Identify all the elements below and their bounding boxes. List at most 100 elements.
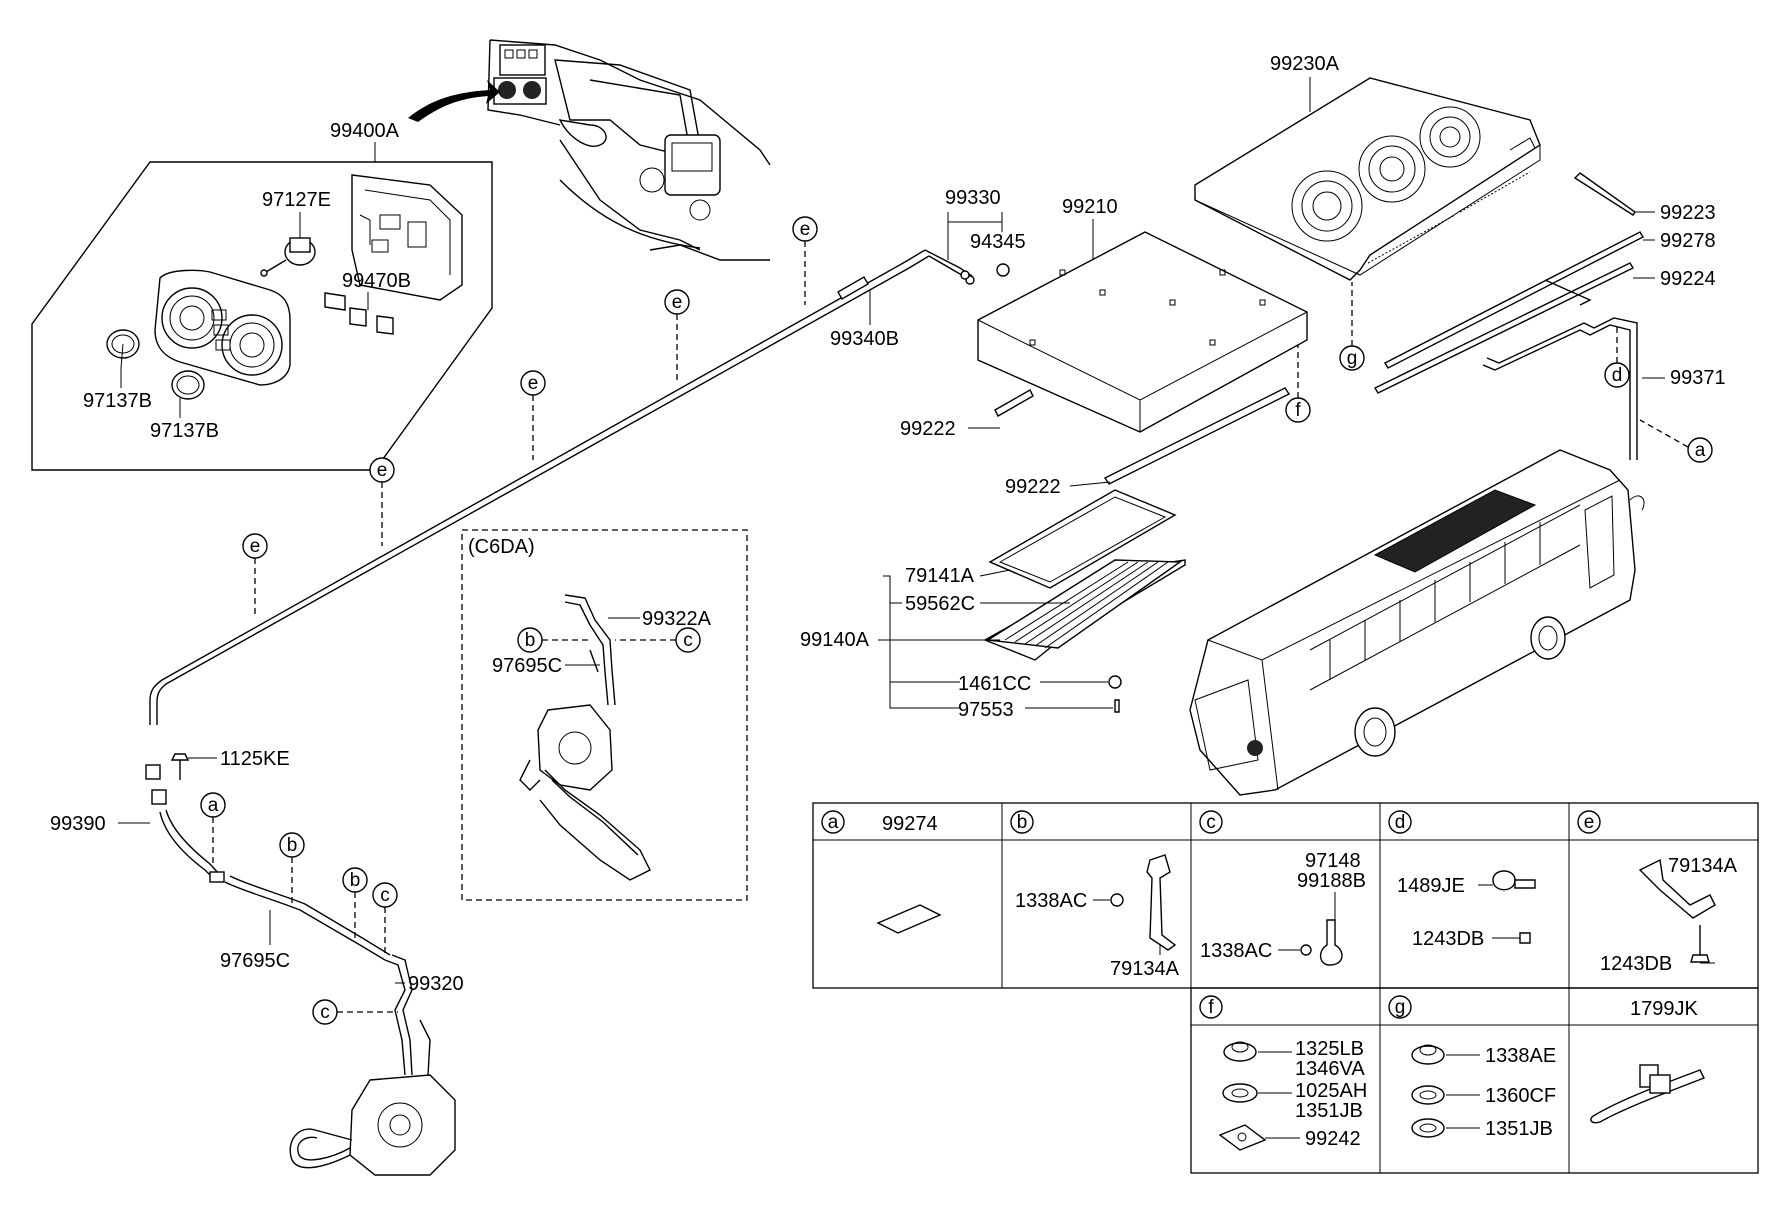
table-h-title: 1799JK — [1630, 998, 1698, 1020]
knob-97137B-right — [171, 370, 205, 400]
callout-letter: e — [250, 536, 261, 557]
table-f-p3: 1025AH — [1295, 1080, 1367, 1102]
pad-99274 — [876, 904, 942, 934]
callout-letter: c — [683, 630, 693, 651]
label-97137B-1: 97137B — [83, 390, 152, 412]
table-f-p1: 1325LB — [1295, 1038, 1364, 1060]
bolt-1125KE — [170, 753, 190, 780]
fitting-99390 — [145, 764, 161, 780]
callout-letter: a — [1695, 440, 1706, 461]
table-f-p4: 1351JB — [1295, 1100, 1363, 1122]
label-97127E: 97127E — [262, 189, 331, 211]
table-d-p2: 1243DB — [1412, 928, 1484, 950]
table-c-p1: 97148 — [1305, 850, 1361, 872]
callout-letter: d — [1395, 812, 1406, 833]
switch-buttons — [324, 292, 394, 335]
callout-letter: c — [320, 1002, 330, 1023]
callout-letter: g — [1347, 348, 1358, 369]
table-g-p3: 1351JB — [1485, 1118, 1553, 1140]
callout-letter: g — [1395, 997, 1406, 1018]
callout-letter: d — [1612, 365, 1623, 386]
dashboard-illustration — [408, 39, 771, 261]
bracket-99222-1 — [994, 389, 1034, 417]
table-f-p5: 99242 — [1305, 1128, 1361, 1150]
label-c6da: (C6DA) — [468, 536, 535, 558]
callouts-e-on-pipe: e e e e e — [242, 216, 818, 618]
label-97137B-2: 97137B — [150, 420, 219, 442]
label-99320: 99320 — [408, 973, 464, 995]
table-b-p1: 1338AC — [1015, 890, 1087, 912]
callout-letter: b — [350, 870, 361, 891]
grille-slats — [1004, 561, 1169, 649]
fitting-a — [209, 871, 225, 883]
callout-letter: a — [828, 812, 839, 833]
strip-99223 — [1573, 172, 1636, 216]
label-99470B: 99470B — [342, 270, 411, 292]
table-g-p1: 1338AE — [1485, 1045, 1556, 1067]
callout-letter: a — [208, 795, 219, 816]
control-front-panel — [154, 269, 291, 386]
label-79141A: 79141A — [905, 565, 975, 587]
label-97695C: 97695C — [220, 950, 290, 972]
label-99210: 99210 — [1062, 196, 1118, 218]
label-97553: 97553 — [958, 699, 1014, 721]
clamp-c — [1319, 919, 1343, 966]
roof-unit-99230A — [1194, 77, 1541, 281]
table-d-p1: 1489JE — [1397, 875, 1465, 897]
callout-letter: f — [1295, 400, 1301, 421]
callout-letter: e — [377, 460, 388, 481]
callout-letter: e — [528, 373, 539, 394]
table-e-p1: 79134A — [1668, 855, 1738, 877]
control-panel-group: 99400A 97127E 99470B — [31, 120, 493, 471]
callout-letter: e — [800, 219, 811, 240]
filter-group — [983, 489, 1186, 713]
callout-letter: e — [1584, 812, 1595, 833]
bracket-79134A-e — [1638, 858, 1716, 919]
label-99230A: 99230A — [1270, 53, 1340, 75]
label-97695C-c6da: 97695C — [492, 655, 562, 677]
callout-letter: b — [1017, 812, 1028, 833]
cable-tie-1799JK — [1590, 1064, 1705, 1124]
strip-99278 — [1384, 231, 1644, 369]
evaporator-99210 — [977, 231, 1308, 433]
callout-letter: c — [380, 885, 390, 906]
label-99322A: 99322A — [642, 608, 712, 630]
label-99222-1: 99222 — [900, 418, 956, 440]
knob-97137B-left — [106, 329, 140, 369]
table-g-p2: 1360CF — [1485, 1085, 1556, 1107]
label-1461CC: 1461CC — [958, 673, 1031, 695]
long-pipe-99340B — [149, 249, 975, 725]
drain-pipe-99371 — [1482, 279, 1638, 460]
strip-99224 — [1374, 262, 1634, 394]
clip-94345 — [996, 263, 1010, 277]
label-99330: 99330 — [945, 187, 1001, 209]
bus-illustration — [1189, 449, 1645, 796]
label-99140A: 99140A — [800, 629, 870, 651]
compressor-bottom — [289, 1074, 456, 1176]
callout-letter: e — [672, 292, 683, 313]
table-c-p2: 99188B — [1297, 870, 1366, 892]
fasteners-table: a 99274 b 1338AC 79134A c 97148 99188B 1… — [812, 802, 1759, 1174]
c6da-box: (C6DA) 99322A b c 97695C — [461, 529, 748, 901]
clip-1489JE — [1492, 870, 1516, 891]
table-a-part: 99274 — [882, 813, 938, 835]
screw-97553 — [1114, 699, 1120, 713]
bracket-79134A-b — [1146, 854, 1177, 951]
label-99278: 99278 — [1660, 230, 1716, 252]
callout-letter: c — [1206, 812, 1216, 833]
actuator-motor — [260, 237, 316, 277]
label-99340B: 99340B — [830, 328, 899, 350]
label-1125KE: 1125KE — [220, 748, 290, 770]
washer-1461CC — [1108, 675, 1122, 689]
label-94345: 94345 — [970, 231, 1026, 253]
callout-letter: b — [525, 630, 536, 651]
filter-79141A — [988, 489, 1177, 589]
callout-letter: f — [1208, 997, 1214, 1018]
lower-hose-group: 1125KE 99390 a b 97695C b c 99320 c — [50, 748, 464, 1176]
label-99390: 99390 — [50, 813, 106, 835]
label-99400A: 99400A — [330, 120, 400, 142]
label-99223: 99223 — [1660, 202, 1716, 224]
table-b-p2: 79134A — [1110, 958, 1180, 980]
control-housing — [351, 174, 463, 301]
